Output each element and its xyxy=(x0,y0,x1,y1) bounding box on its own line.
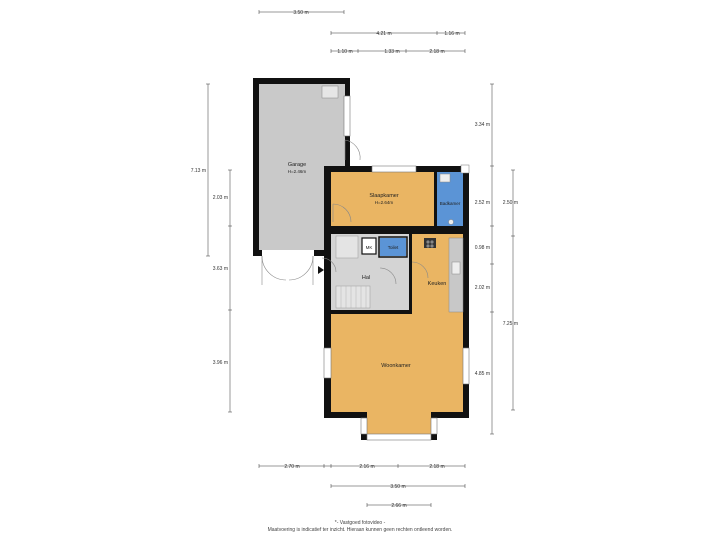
dim-bottom-2-66: 2.66 m xyxy=(391,503,406,509)
hal-label: Hal xyxy=(362,275,370,281)
dim-bottom-2-70: 2.70 m xyxy=(284,464,299,470)
woonkamer-room xyxy=(323,314,470,441)
dimension-lines xyxy=(206,10,515,507)
dim-top-3-50: 3.50 m xyxy=(293,10,308,16)
dim-right-3-34: 3.34 m xyxy=(475,122,490,128)
dim-top-4-21: 4.21 m xyxy=(376,31,391,37)
badkamer-room xyxy=(437,164,470,226)
dim-right-2-52: 2.52 m xyxy=(475,200,490,206)
dim-top-2-18: 2.18 m xyxy=(429,49,444,55)
garage-height: H=2.46m xyxy=(288,169,307,174)
keuken-label: Keuken xyxy=(428,281,447,287)
garage-label: Garage xyxy=(288,162,306,168)
dim-top-1-16: 1.16 m xyxy=(444,31,459,37)
toilet-room xyxy=(378,236,408,258)
dim-right-7-25: 7.25 m xyxy=(503,321,518,327)
mk-label: MK xyxy=(366,245,373,250)
woonkamer-label: Woonkamer xyxy=(381,363,411,369)
dim-right-2-02: 2.02 m xyxy=(475,285,490,291)
slaapkamer-room xyxy=(331,165,434,226)
dimension-labels: 3.50 m 4.21 m 1.16 m 1.10 m 1.33 m 2.18 … xyxy=(191,10,518,509)
mk-room xyxy=(361,237,377,255)
dim-left-3-96: 3.96 m xyxy=(213,360,228,366)
slaapkamer-label: Slaapkamer xyxy=(369,193,399,199)
badkamer-label: Badkamer xyxy=(440,201,461,206)
dim-left-2-03: 2.03 m xyxy=(213,195,228,201)
footer-disclaimer: Maatvoering is indicatief ter inzicht. H… xyxy=(267,527,453,533)
dim-right-4-85: 4.85 m xyxy=(475,371,490,377)
slaapkamer-height: H=2.64m xyxy=(375,200,394,205)
dim-bottom-2-16: 2.16 m xyxy=(359,464,374,470)
dim-left-7-13: 7.13 m xyxy=(191,168,206,174)
footer-credit: *- Vastgoed fotovideo - xyxy=(334,520,386,526)
dim-bottom-2-18: 2.18 m xyxy=(429,464,444,470)
dim-right-2-50: 2.50 m xyxy=(503,200,518,206)
dim-left-3-63: 3.63 m xyxy=(213,266,228,272)
dim-right-0-98: 0.98 m xyxy=(475,245,490,251)
keuken-room xyxy=(411,234,464,314)
toilet-label: Toilet xyxy=(388,245,399,250)
dim-top-1-10: 1.10 m xyxy=(337,49,352,55)
dim-top-1-33: 1.33 m xyxy=(384,49,399,55)
dim-bottom-3-50: 3.50 m xyxy=(390,484,405,490)
